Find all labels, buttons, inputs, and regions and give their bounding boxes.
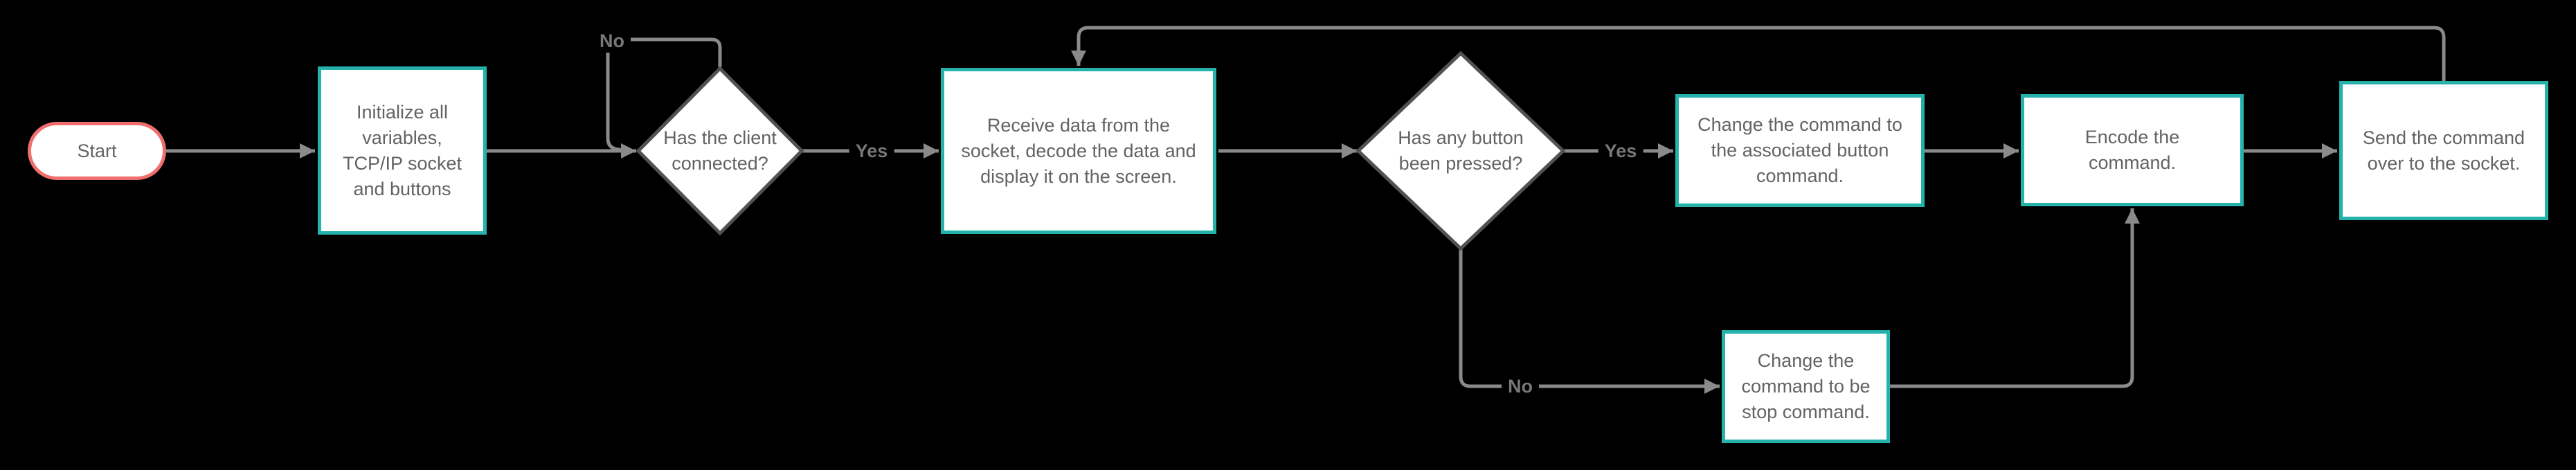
node-change-stop-command: Change the command to be stop command. xyxy=(1722,330,1890,443)
connector-send-loop-to-receive xyxy=(1071,26,2446,81)
node-initialize-label: Initialize all variables, TCP/IP socket … xyxy=(342,101,462,199)
node-receive-data: Receive data from the socket, decode the… xyxy=(941,68,1216,234)
connector-change-stop-to-encode xyxy=(1890,208,2140,388)
connector-button-decision-no-to-change-stop xyxy=(1459,248,1720,394)
node-encode-command: Encode the command. xyxy=(2021,94,2244,206)
edge-label-client-yes: Yes xyxy=(849,139,894,163)
decision-client-connected-shape xyxy=(636,66,804,236)
node-send-command-label: Send the command over to the socket. xyxy=(2362,127,2525,174)
decision-client-connected-label: Has the client connected? xyxy=(663,127,777,174)
node-start-label: Start xyxy=(77,140,117,161)
decision-button-pressed-label: Has any button been pressed? xyxy=(1398,127,1524,174)
edge-label-button-no: No xyxy=(1502,374,1539,398)
node-change-associated-command-label: Change the command to the associated but… xyxy=(1697,114,1902,186)
node-send-command: Send the command over to the socket. xyxy=(2339,81,2548,220)
decision-button-pressed-shape xyxy=(1355,51,1566,251)
node-start: Start xyxy=(28,122,166,180)
node-encode-command-label: Encode the command. xyxy=(2084,127,2180,173)
node-receive-data-label: Receive data from the socket, decode the… xyxy=(961,114,1196,187)
edge-label-client-no: No xyxy=(593,29,631,53)
node-change-stop-command-label: Change the command to be stop command. xyxy=(1741,350,1871,422)
edge-label-button-yes: Yes xyxy=(1598,139,1643,163)
node-change-associated-command: Change the command to the associated but… xyxy=(1675,94,1925,207)
node-initialize: Initialize all variables, TCP/IP socket … xyxy=(318,66,487,235)
